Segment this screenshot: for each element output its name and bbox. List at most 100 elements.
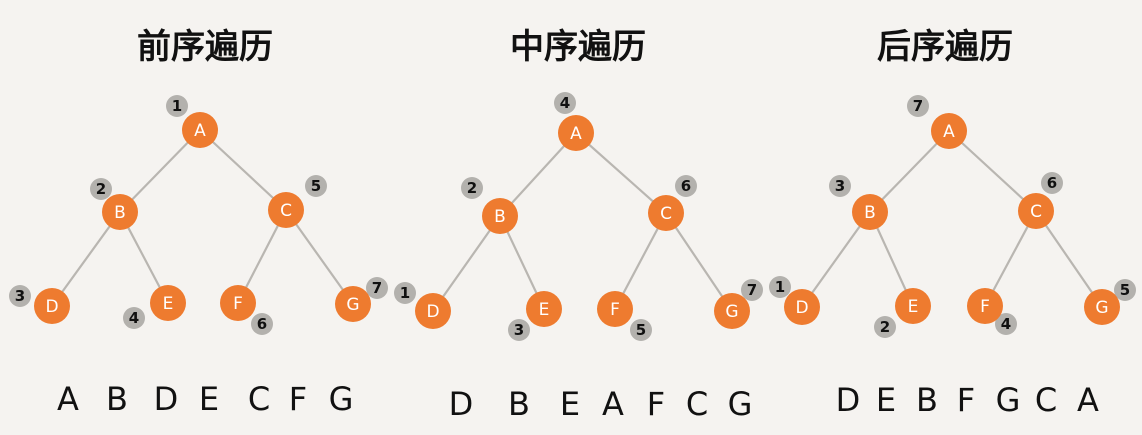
- node-label: E: [163, 294, 174, 314]
- tree-node-d: D: [415, 293, 451, 329]
- badge-number: 1: [172, 97, 182, 115]
- sequence-item: A: [1077, 381, 1099, 419]
- sequence-item: E: [199, 380, 219, 418]
- order-badge-b: 2: [461, 177, 483, 199]
- badge-number: 3: [15, 287, 25, 305]
- badge-circle: [554, 92, 576, 114]
- sequence-item: D: [154, 380, 179, 418]
- badge-number: 1: [775, 278, 785, 296]
- edge-a-b: [118, 128, 202, 214]
- sequence-item: A: [57, 380, 79, 418]
- node-label: B: [114, 203, 126, 223]
- sequence-item: F: [647, 385, 665, 423]
- node-circle: [1018, 193, 1054, 229]
- sequence-item: C: [686, 385, 708, 423]
- tree-node-f: F: [597, 291, 633, 327]
- node-label: D: [795, 298, 808, 318]
- badge-number: 7: [747, 281, 757, 299]
- order-badge-b: 3: [829, 175, 851, 197]
- panel-title: 前序遍历: [137, 27, 273, 67]
- edge-a-b: [498, 131, 578, 218]
- sequence-item: F: [957, 381, 975, 419]
- order-badge-e: 3: [508, 319, 530, 341]
- tree-node-e: E: [150, 285, 186, 321]
- node-circle: [931, 113, 967, 149]
- badge-circle: [829, 175, 851, 197]
- node-label: G: [725, 302, 738, 322]
- badge-circle: [305, 175, 327, 197]
- badge-number: 6: [681, 177, 691, 195]
- node-label: D: [426, 302, 439, 322]
- node-circle: [482, 198, 518, 234]
- order-badge-a: 7: [907, 95, 929, 117]
- tree-node-f: F: [967, 288, 1003, 324]
- badge-circle: [166, 95, 188, 117]
- badge-circle: [741, 279, 763, 301]
- node-circle: [852, 194, 888, 230]
- node-circle: [268, 192, 304, 228]
- badge-circle: [394, 282, 416, 304]
- panel-title: 中序遍历: [510, 27, 646, 67]
- node-circle: [34, 288, 70, 324]
- badge-number: 3: [514, 321, 524, 339]
- node-label: B: [494, 207, 506, 227]
- badge-circle: [995, 313, 1017, 335]
- badge-circle: [769, 276, 791, 298]
- node-circle: [895, 288, 931, 324]
- tree-node-b: B: [482, 198, 518, 234]
- badge-number: 4: [560, 94, 570, 112]
- tree-node-c: C: [648, 195, 684, 231]
- sequence-item: C: [1035, 381, 1057, 419]
- sequence-item: B: [508, 385, 530, 423]
- edge-a-c: [198, 128, 288, 212]
- badge-number: 2: [467, 179, 477, 197]
- badge-number: 6: [257, 315, 267, 333]
- order-badge-d: 1: [394, 282, 416, 304]
- tree-node-e: E: [895, 288, 931, 324]
- badge-circle: [508, 319, 530, 341]
- badge-number: 2: [880, 318, 890, 336]
- badge-number: 5: [311, 177, 321, 195]
- node-circle: [182, 112, 218, 148]
- badge-circle: [675, 175, 697, 197]
- node-circle: [558, 115, 594, 151]
- node-label: A: [194, 121, 206, 141]
- edge-c-g: [1034, 209, 1104, 309]
- badge-number: 2: [96, 180, 106, 198]
- tree-node-c: C: [268, 192, 304, 228]
- node-label: F: [610, 300, 620, 320]
- badge-circle: [366, 277, 388, 299]
- node-label: F: [233, 294, 243, 314]
- sequence-item: G: [728, 385, 753, 423]
- node-label: E: [539, 300, 550, 320]
- badge-circle: [907, 95, 929, 117]
- order-badge-d: 1: [769, 276, 791, 298]
- node-circle: [1084, 289, 1120, 325]
- sequence-item: A: [602, 385, 624, 423]
- badge-number: 5: [636, 321, 646, 339]
- order-badge-c: 6: [1041, 172, 1063, 194]
- order-badge-c: 6: [675, 175, 697, 197]
- tree-node-b: B: [102, 194, 138, 230]
- node-circle: [648, 195, 684, 231]
- node-circle: [220, 285, 256, 321]
- edge-a-b: [868, 129, 951, 214]
- panel-title: 后序遍历: [877, 27, 1013, 67]
- tree-node-g: G: [335, 286, 371, 322]
- edge-c-f: [613, 211, 668, 311]
- node-label: A: [570, 124, 582, 144]
- sequence-item: C: [248, 380, 270, 418]
- tree-node-e: E: [526, 291, 562, 327]
- tree-node-b: B: [852, 194, 888, 230]
- node-label: C: [280, 201, 292, 221]
- badge-circle: [251, 313, 273, 335]
- badge-circle: [1041, 172, 1063, 194]
- badge-circle: [874, 316, 896, 338]
- edge-c-g: [284, 208, 355, 306]
- order-badge-c: 5: [305, 175, 327, 197]
- edge-b-d: [50, 210, 122, 308]
